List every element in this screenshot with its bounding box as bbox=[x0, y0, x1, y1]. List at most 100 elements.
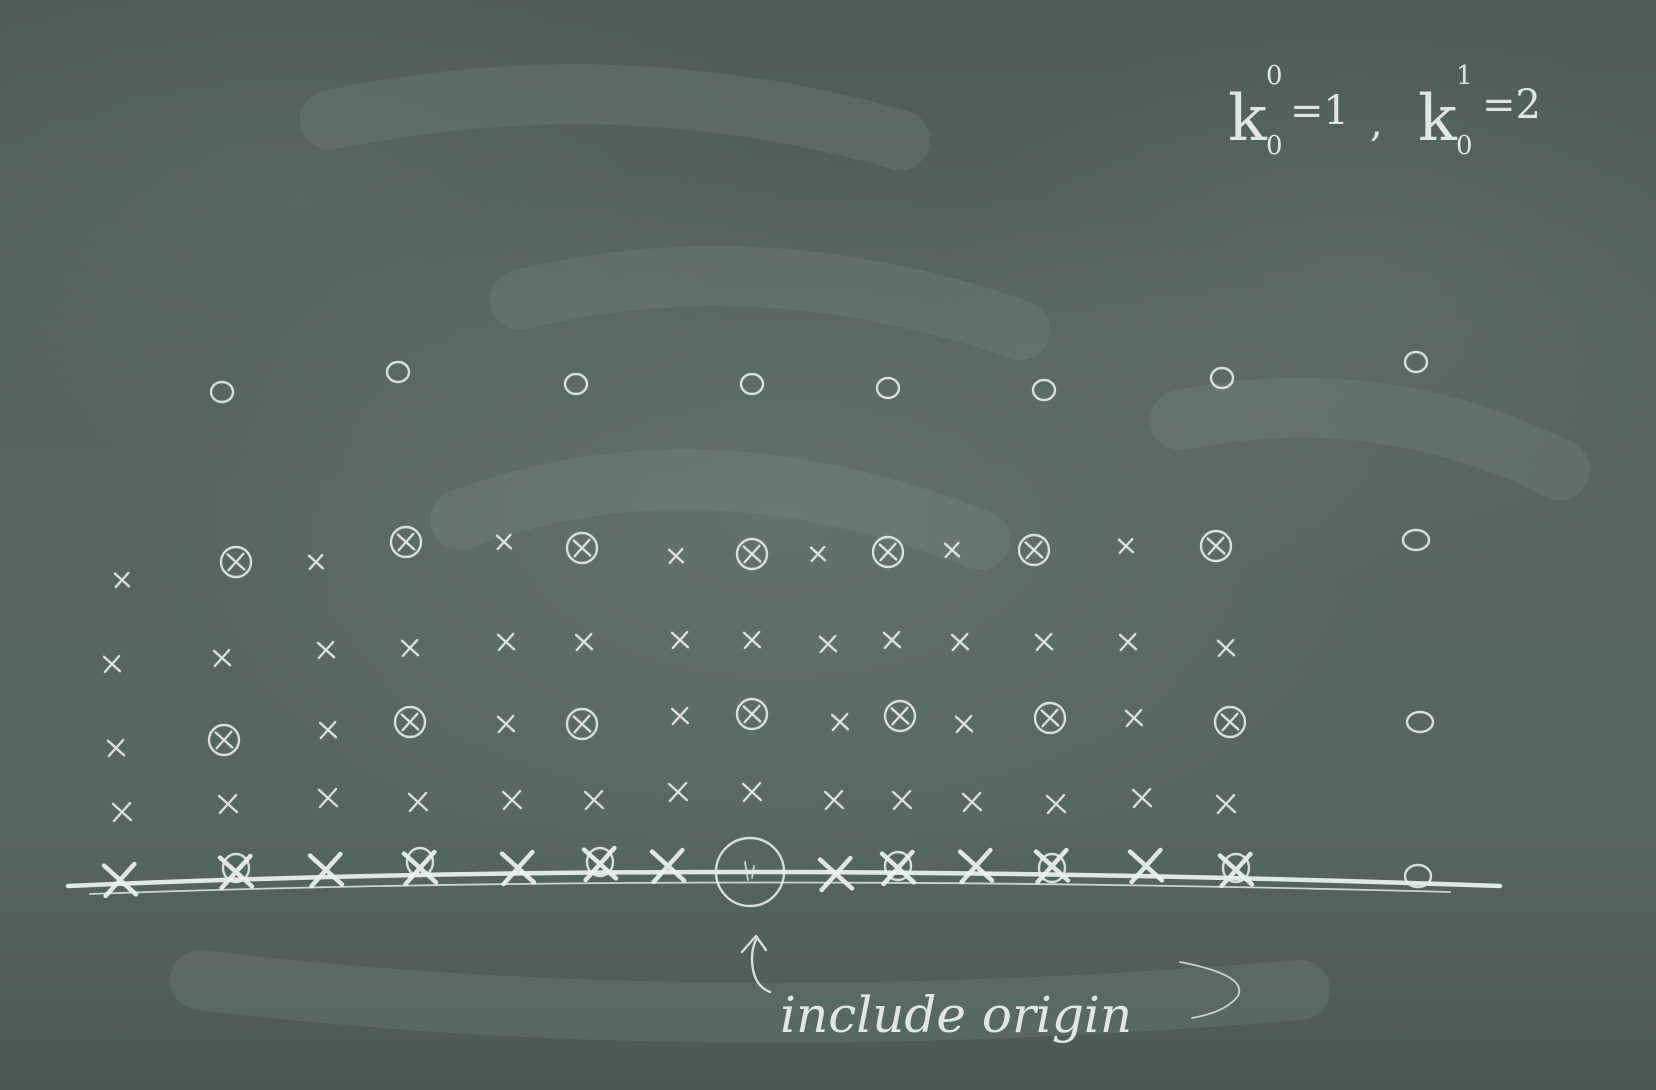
axis-circle bbox=[585, 846, 615, 878]
axis-x-mark bbox=[817, 855, 855, 893]
k-symbol-second: k bbox=[1418, 82, 1458, 156]
circled-x-mark bbox=[1206, 536, 1226, 556]
o-mark bbox=[875, 376, 901, 400]
o-mark bbox=[563, 372, 589, 396]
equals-two: =2 bbox=[1482, 82, 1541, 128]
superscript-second: 1 bbox=[1456, 61, 1473, 91]
circled-x-mark bbox=[572, 714, 592, 734]
axis-circle bbox=[883, 850, 913, 882]
superscript-first: 0 bbox=[1266, 61, 1283, 91]
o-mark bbox=[385, 360, 411, 384]
comma: , bbox=[1370, 100, 1383, 146]
x-mark bbox=[1131, 787, 1153, 809]
circled-x-mark bbox=[1040, 708, 1060, 728]
x-mark bbox=[102, 654, 122, 674]
x-mark bbox=[961, 791, 983, 813]
x-mark bbox=[742, 630, 762, 650]
x-mark bbox=[943, 541, 961, 559]
axis-circle bbox=[1037, 852, 1067, 884]
arrow-up-icon bbox=[740, 934, 772, 994]
x-mark bbox=[954, 714, 974, 734]
circled-x-mark bbox=[572, 538, 592, 558]
circled-x-ring bbox=[1033, 701, 1067, 735]
x-mark bbox=[307, 553, 325, 571]
subscript-first: 0 bbox=[1266, 131, 1283, 161]
k-equation: k 0 0 =1 , k 1 0 =2 bbox=[1228, 61, 1541, 161]
x-mark bbox=[1124, 708, 1144, 728]
x-mark bbox=[113, 571, 131, 589]
circled-x-ring bbox=[883, 699, 917, 733]
circled-x-mark bbox=[890, 706, 910, 726]
x-mark bbox=[667, 781, 689, 803]
circled-x-ring bbox=[219, 545, 253, 579]
x-mark bbox=[891, 789, 913, 811]
subscript-second: 0 bbox=[1456, 131, 1473, 161]
x-mark bbox=[583, 789, 605, 811]
x-mark bbox=[496, 632, 516, 652]
axis-x-mark bbox=[957, 847, 995, 885]
x-mark bbox=[670, 630, 690, 650]
circled-x-ring bbox=[871, 535, 905, 569]
circled-x-mark bbox=[742, 544, 762, 564]
horizontal-axis-line bbox=[65, 869, 1503, 895]
x-mark bbox=[882, 630, 902, 650]
o-mark bbox=[739, 372, 765, 396]
x-mark bbox=[1216, 638, 1236, 658]
x-mark bbox=[809, 545, 827, 563]
x-mark bbox=[407, 791, 429, 813]
circled-x-ring bbox=[735, 697, 769, 731]
x-mark bbox=[106, 738, 126, 758]
o-mark bbox=[209, 380, 235, 404]
o-mark bbox=[1403, 863, 1433, 889]
circled-x-mark bbox=[226, 552, 246, 572]
o-mark bbox=[1403, 350, 1429, 374]
x-mark bbox=[212, 648, 232, 668]
circled-x-mark bbox=[742, 704, 762, 724]
circled-x-ring bbox=[735, 537, 769, 571]
circled-x-ring bbox=[393, 705, 427, 739]
axis-x-mark bbox=[101, 861, 139, 899]
x-mark bbox=[1117, 537, 1135, 555]
x-mark bbox=[318, 720, 338, 740]
k-symbol-first: k bbox=[1228, 82, 1268, 156]
o-mark bbox=[1209, 366, 1235, 390]
equals-one: =1 bbox=[1290, 88, 1349, 134]
x-mark bbox=[670, 706, 690, 726]
origin-circle bbox=[714, 836, 786, 908]
x-mark bbox=[495, 533, 513, 551]
circled-x-mark bbox=[1024, 540, 1044, 560]
x-mark bbox=[400, 638, 420, 658]
x-mark bbox=[950, 632, 970, 652]
x-mark bbox=[1045, 793, 1067, 815]
circled-x-mark bbox=[400, 712, 420, 732]
circled-x-ring bbox=[565, 531, 599, 565]
circled-x-mark bbox=[878, 542, 898, 562]
circled-x-mark bbox=[396, 532, 416, 552]
x-mark bbox=[111, 801, 133, 823]
x-mark bbox=[316, 640, 336, 660]
o-mark bbox=[1405, 710, 1435, 734]
axis-x-mark bbox=[307, 851, 345, 889]
eraser-smudges bbox=[170, 64, 1590, 1043]
circled-x-mark bbox=[214, 730, 234, 750]
x-mark bbox=[823, 789, 845, 811]
circled-x-ring bbox=[1017, 533, 1051, 567]
x-mark bbox=[1118, 632, 1138, 652]
include-origin-label: include origin bbox=[780, 986, 1132, 1044]
x-mark bbox=[501, 789, 523, 811]
x-mark bbox=[574, 632, 594, 652]
lattice-marks bbox=[101, 350, 1435, 899]
axis-x-mark bbox=[649, 847, 687, 885]
x-mark bbox=[496, 714, 516, 734]
axis-x-mark bbox=[1127, 847, 1165, 885]
circled-x-ring bbox=[565, 707, 599, 741]
annotation-bracket bbox=[1179, 961, 1241, 1019]
axis-x-mark bbox=[401, 849, 439, 887]
o-mark bbox=[1031, 378, 1057, 402]
circled-x-ring bbox=[1213, 705, 1247, 739]
o-mark bbox=[1401, 528, 1431, 552]
axis-circle bbox=[1221, 852, 1251, 884]
x-mark bbox=[741, 781, 763, 803]
